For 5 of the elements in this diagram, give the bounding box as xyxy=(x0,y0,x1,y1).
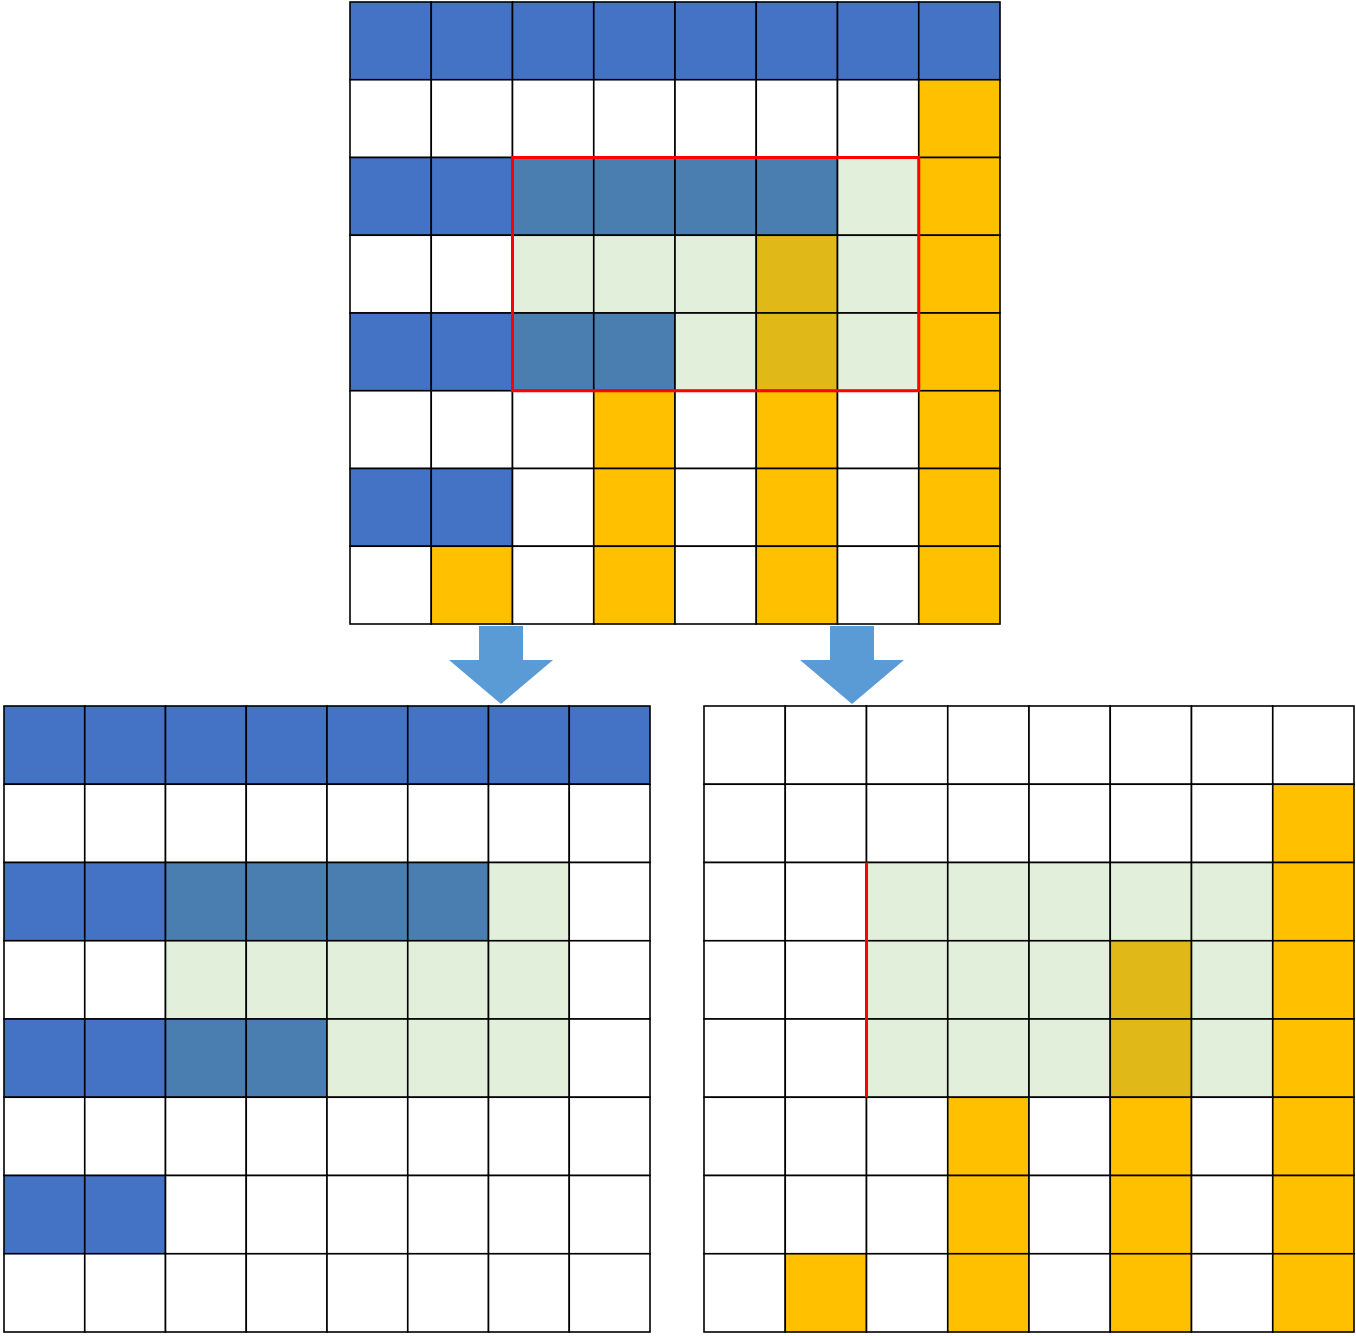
grid-drawing xyxy=(704,706,1354,1332)
grid-drawing xyxy=(4,706,650,1332)
arrow xyxy=(800,626,904,704)
grid-drawing xyxy=(350,2,1000,624)
arrow xyxy=(449,626,553,704)
